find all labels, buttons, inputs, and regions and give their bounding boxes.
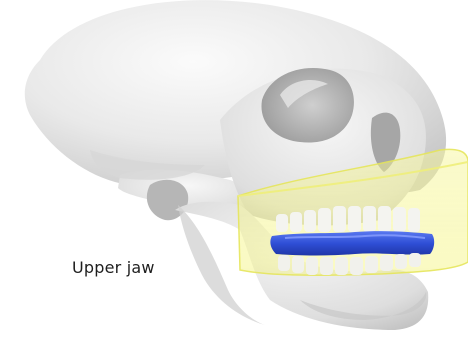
upper-jaw-label: Upper jaw: [72, 258, 155, 277]
bite-tray: [270, 231, 434, 255]
